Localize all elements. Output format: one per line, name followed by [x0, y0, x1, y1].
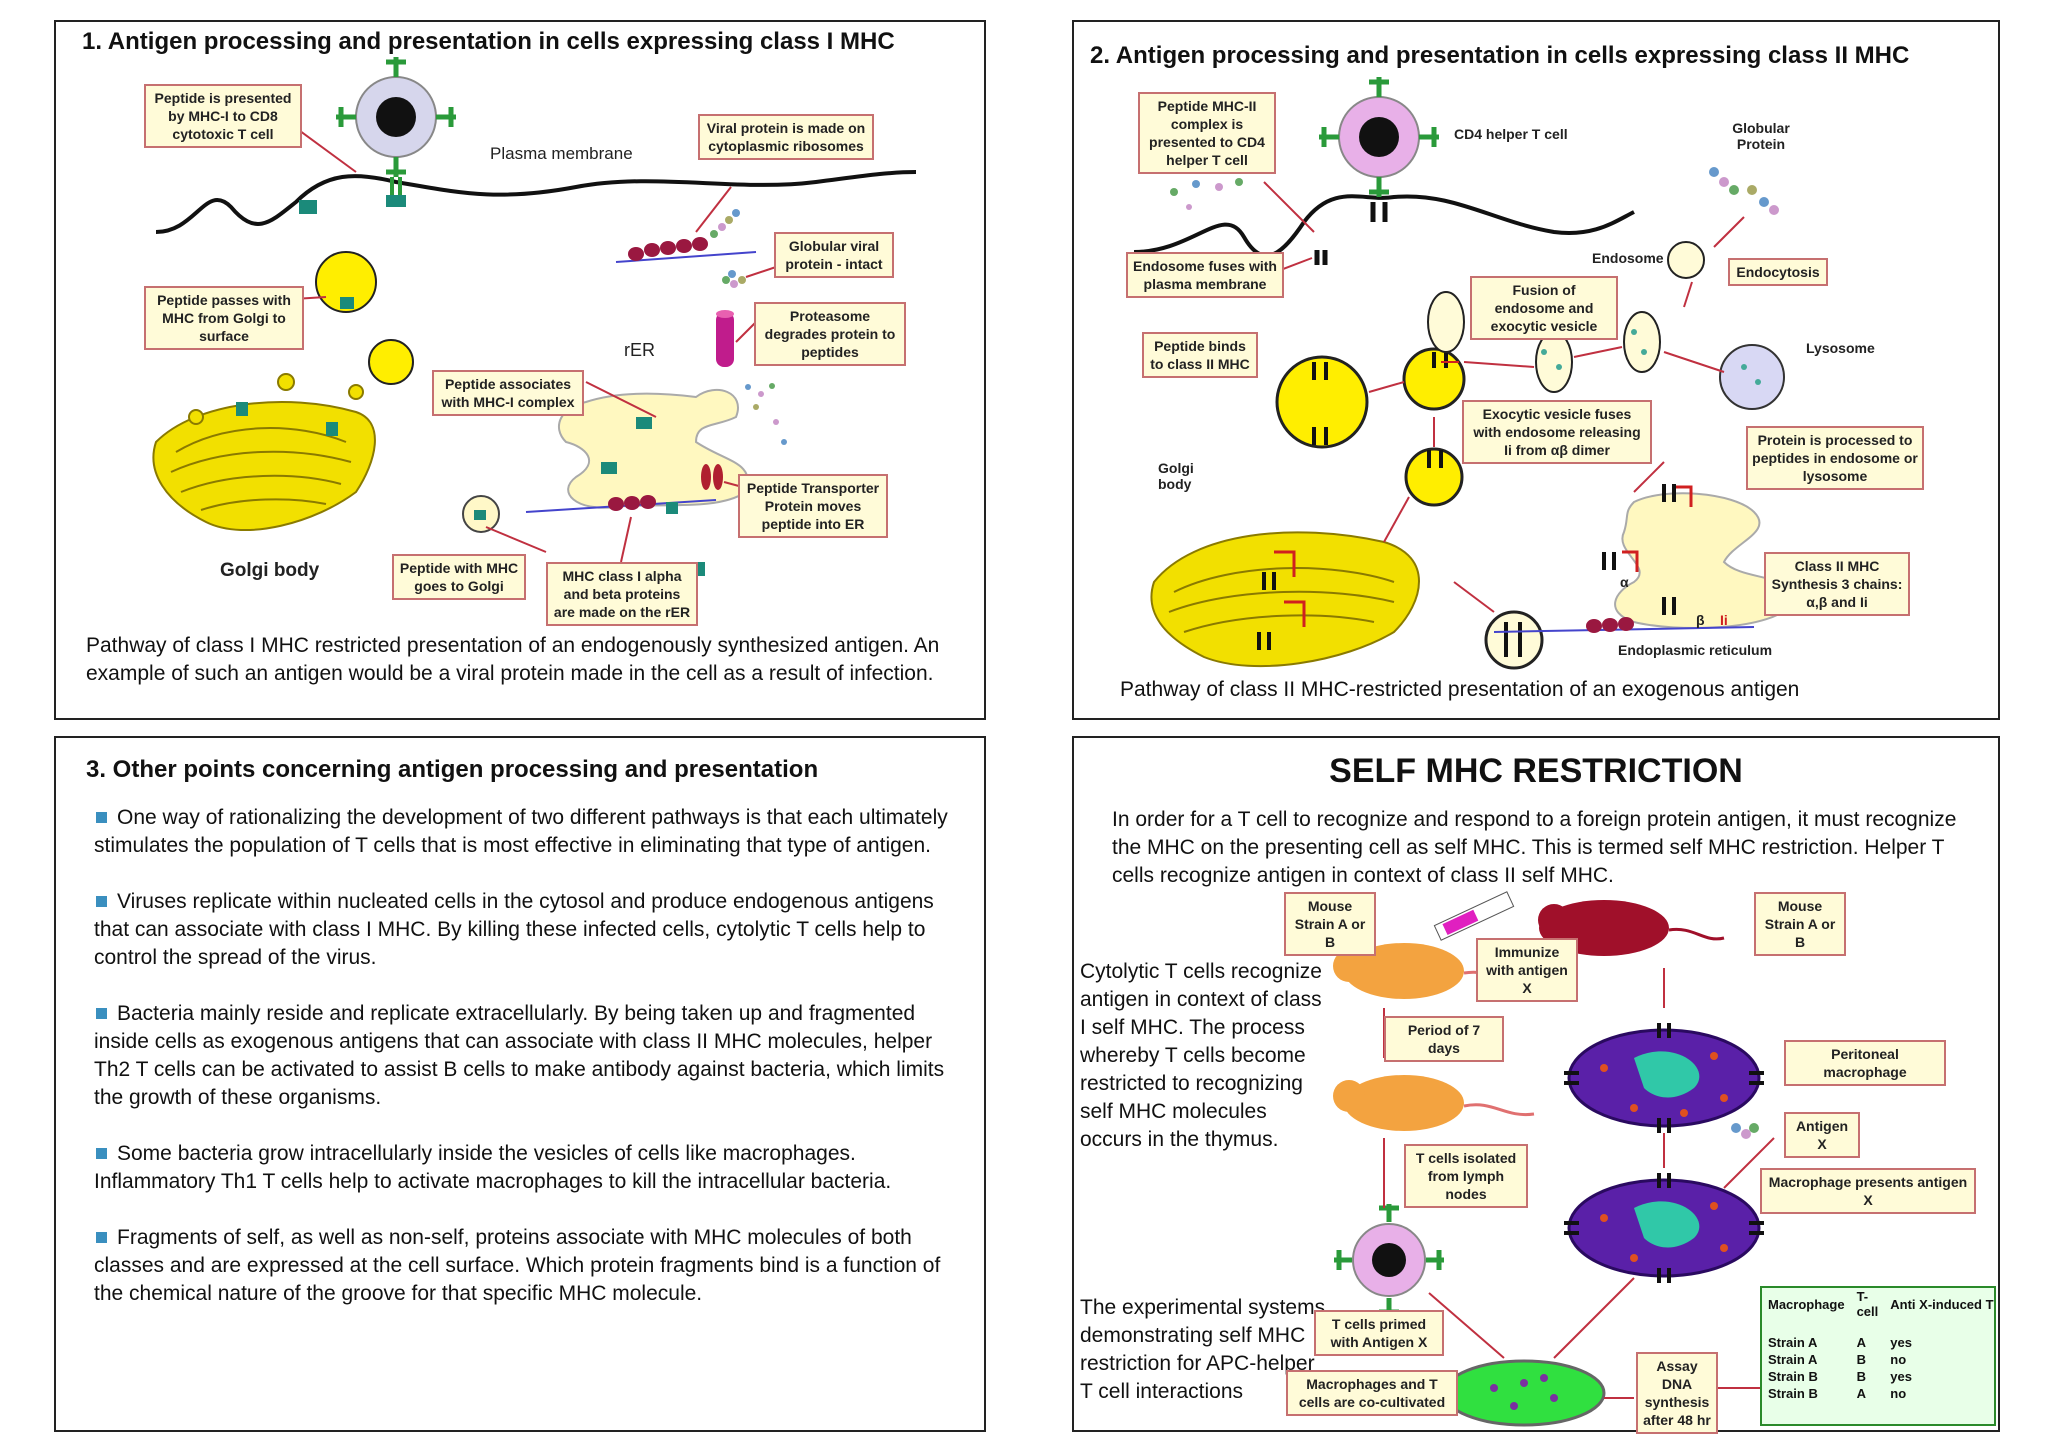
panel-title: SELF MHC RESTRICTION — [1329, 752, 1743, 790]
label-golgi-body: Golgi body — [220, 560, 320, 581]
side-text: Cytolytic T cells recognize antigen in c… — [1080, 960, 1322, 1151]
label-antigen-x: Antigen X — [1784, 1112, 1860, 1158]
label-peptide-associates: Peptide associates with MHC-I complex — [432, 370, 584, 416]
bullet-item: Bacteria mainly reside and replicate ext… — [94, 1002, 945, 1109]
label-mhc-alpha-beta: MHC class I alpha and beta proteins are … — [546, 562, 698, 626]
label-globular-viral: Globular viral protein - intact — [774, 232, 894, 278]
label-viral-protein: Viral protein is made on cytoplasmic rib… — [698, 114, 874, 160]
table-header-row: Macrophage T-cell Anti X-induced T cell … — [1762, 1288, 1994, 1320]
label-ii: Ii — [1720, 612, 1728, 628]
bullet-item: Some bacteria grow intracellularly insid… — [94, 1142, 892, 1193]
label-proteasome: Proteasome degrades protein to peptides — [754, 302, 906, 366]
bullet-square-icon — [96, 1148, 107, 1159]
panel-class-ii-mhc: 2. Antigen processing and presentation i… — [1072, 20, 2000, 720]
label-peptide-passes: Peptide passes with MHC from Golgi to su… — [144, 286, 304, 350]
label-lysosome: Lysosome — [1806, 340, 1875, 356]
label-period: Period of 7 days — [1384, 1016, 1504, 1062]
label-golgi-body: Golgi body — [1158, 460, 1194, 492]
label-endosome-fuses: Endosome fuses with plasma membrane — [1126, 252, 1284, 298]
bottom-text: The experimental systems demonstrating s… — [1080, 1296, 1326, 1403]
label-mouse-left: Mouse Strain A or B — [1284, 892, 1376, 956]
label-protein-processed: Protein is processed to peptides in endo… — [1746, 426, 1924, 490]
bullet-square-icon — [96, 1008, 107, 1019]
label-endoplasmic-reticulum: Endoplasmic reticulum — [1618, 642, 1773, 658]
bullet-square-icon — [96, 812, 107, 823]
label-mouse-right: Mouse Strain A or B — [1754, 892, 1846, 956]
label-class-ii-synthesis: Class II MHC Synthesis 3 chains: α,β and… — [1764, 552, 1910, 616]
label-fusion-endosome: Fusion of endosome and exocytic vesicle — [1470, 276, 1618, 340]
panel-class-i-mhc: 1. Antigen processing and presentation i… — [54, 20, 986, 720]
label-macrophage-presents: Macrophage presents antigen X — [1760, 1168, 1976, 1214]
panel1-caption: Pathway of class I MHC restricted presen… — [86, 634, 940, 685]
label-endosome: Endosome — [1592, 250, 1664, 266]
bullet-item: Fragments of self, as well as non-self, … — [94, 1226, 941, 1305]
results-table: Macrophage T-cell Anti X-induced T cell … — [1762, 1288, 1994, 1402]
label-plasma-membrane: Plasma membrane — [490, 144, 633, 163]
table-header: T-cell — [1856, 1289, 1879, 1319]
panel2-caption: Pathway of class II MHC-restricted prese… — [1120, 678, 1800, 701]
label-peptide-transporter: Peptide Transporter Protein moves peptid… — [738, 474, 888, 538]
label-rer: rER — [624, 340, 655, 360]
panel-self-mhc-restriction: SELF MHC RESTRICTION In order for a T ce… — [1072, 736, 2000, 1434]
label-endocytosis: Endocytosis — [1728, 258, 1828, 286]
panel-title: 3. Other points concerning antigen proce… — [86, 756, 819, 783]
bullet-item: One way of rationalizing the development… — [94, 806, 948, 857]
label-peptide-golgi: Peptide with MHC goes to Golgi — [392, 554, 526, 600]
label-alpha: α — [1620, 574, 1629, 590]
label-t-cells-isolated: T cells isolated from lymph nodes — [1404, 1144, 1528, 1208]
bullet-list: One way of rationalizing the development… — [94, 804, 954, 1336]
label-peptide-presented: Peptide is presented by MHC-I to CD8 cyt… — [144, 84, 302, 148]
label-cd4-helper: CD4 helper T cell — [1454, 126, 1568, 142]
bullet-square-icon — [96, 896, 107, 907]
bullet-square-icon — [96, 1232, 107, 1243]
panel-other-points: 3. Other points concerning antigen proce… — [54, 736, 986, 1432]
table-header: Macrophage — [1768, 1296, 1845, 1312]
table-header: Anti X-induced T cell proliferati — [1890, 1296, 1994, 1312]
label-beta: β — [1696, 612, 1705, 628]
class-ii-diagram — [1133, 77, 1796, 670]
label-exocytic-vesicle: Exocytic vesicle fuses with endosome rel… — [1462, 400, 1652, 464]
label-peptide-binds: Peptide binds to class II MHC — [1142, 332, 1258, 378]
intro-text: In order for a T cell to recognize and r… — [1112, 808, 1957, 887]
panel-title: 1. Antigen processing and presentation i… — [82, 28, 895, 55]
label-peptide-mhc-ii-complex: Peptide MHC-II complex is presented to C… — [1138, 92, 1276, 174]
results-table-box: Macrophage T-cell Anti X-induced T cell … — [1760, 1286, 1996, 1426]
label-t-cells-primed: T cells primed with Antigen X — [1314, 1310, 1444, 1356]
class-i-diagram — [152, 57, 917, 576]
label-immunize: Immunize with antigen X — [1476, 938, 1578, 1002]
label-assay-dna: Assay DNA synthesis after 48 hr — [1636, 1352, 1718, 1434]
bullet-item: Viruses replicate within nucleated cells… — [94, 890, 934, 969]
label-peritoneal: Peritoneal macrophage — [1784, 1040, 1946, 1086]
label-cocultivated: Macrophages and T cells are co-cultivate… — [1286, 1370, 1458, 1416]
panel-title: 2. Antigen processing and presentation i… — [1090, 42, 1910, 69]
label-globular-protein: Globular Protein — [1732, 120, 1790, 152]
